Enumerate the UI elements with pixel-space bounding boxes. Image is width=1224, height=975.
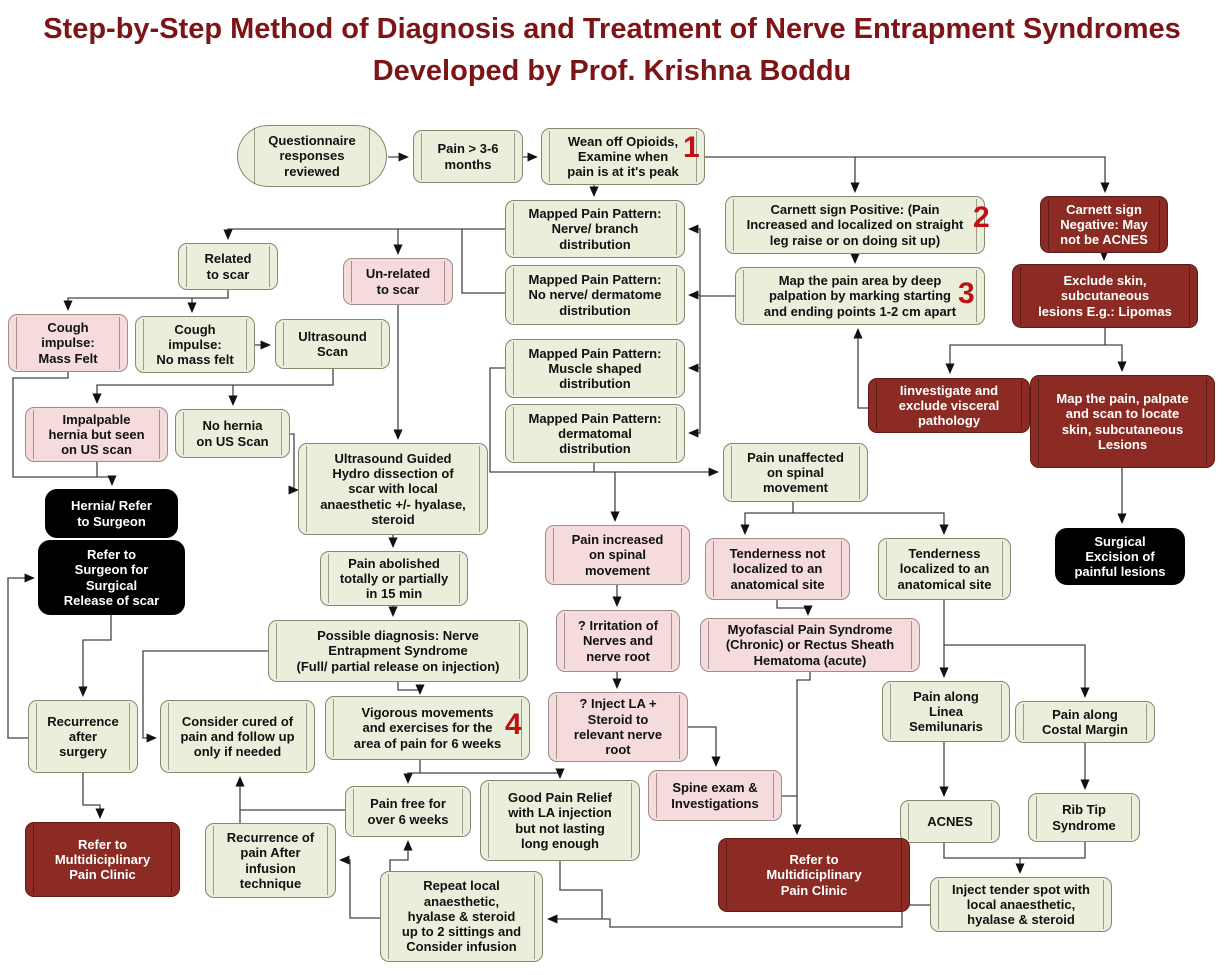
flow-connector: [403, 760, 421, 784]
flow-connector: [945, 328, 1106, 374]
flow-connector: [12, 372, 97, 478]
node-carnett-positive: Carnett sign Positive: (Pain Increased a…: [725, 196, 985, 254]
flow-connector: [688, 726, 721, 767]
node-map-palpate-scan: Map the pain, palpate and scan to locate…: [1030, 375, 1215, 468]
flow-connector: [389, 840, 413, 871]
node-irritation-nerve-root: ? Irritation of Nerves and nerve root: [556, 610, 680, 672]
title-line-2: Developed by Prof. Krishna Boddu: [372, 55, 852, 88]
flow-connector: [461, 229, 505, 294]
node-consider-cured: Consider cured of pain and follow up onl…: [160, 700, 315, 773]
title-line-1: Step-by-Step Method of Diagnosis and Tre…: [43, 13, 1181, 45]
node-repeat-local-anaesthetic: Repeat local anaesthetic, hyalase & ster…: [380, 871, 543, 962]
flow-connector: [397, 682, 425, 695]
flow-connector: [944, 644, 1090, 698]
flow-connector: [1105, 344, 1127, 372]
node-pain-3-6-months: Pain > 3-6 months: [413, 130, 523, 183]
flow-connector: [142, 650, 268, 743]
node-us-guided-hydro: Ultrasound Guided Hydro dissection of sc…: [298, 443, 488, 535]
node-refer-pain-clinic-mid: Refer to Multidiciplinary Pain Clinic: [718, 838, 910, 912]
flow-connector: [92, 369, 334, 404]
node-refer-pain-clinic-left: Refer to Multidiciplinary Pain Clinic: [25, 822, 180, 897]
flow-connector: [420, 768, 565, 779]
node-ultrasound-scan: Ultrasound Scan: [275, 319, 390, 369]
flow-connector: [853, 328, 868, 409]
node-mapped-nerve-branch: Mapped Pain Pattern: Nerve/ branch distr…: [505, 200, 685, 258]
node-rib-tip-syndrome: Rib Tip Syndrome: [1028, 793, 1140, 842]
node-map-pain-area: Map the pain area by deep palpation by m…: [735, 267, 985, 325]
node-tenderness-not-localized: Tenderness not localized to an anatomica…: [705, 538, 850, 600]
step-number-3: 3: [958, 277, 975, 310]
node-hernia-refer-surgeon: Hernia/ Refer to Surgeon: [45, 489, 178, 538]
node-pain-increased-spinal: Pain increased on spinal movement: [545, 525, 690, 585]
flow-connector: [235, 776, 345, 811]
node-possible-diagnosis-nes: Possible diagnosis: Nerve Entrapment Syn…: [268, 620, 528, 682]
node-no-hernia: No hernia on US Scan: [175, 409, 290, 458]
flow-connector: [63, 290, 229, 311]
node-cough-mass-felt: Cough impulse: Mass Felt: [8, 314, 128, 372]
node-refer-surgical-release: Refer to Surgeon for Surgical Release of…: [38, 540, 185, 615]
node-inject-la-steroid: ? Inject LA + Steroid to relevant nerve …: [548, 692, 688, 762]
flow-connector: [288, 433, 299, 495]
node-pain-linea-semilunaris: Pain along Linea Semilunaris: [882, 681, 1010, 742]
node-related-to-scar: Related to scar: [178, 243, 278, 290]
node-questionnaire-reviewed: Questionnaire responses reviewed: [237, 125, 387, 187]
node-unrelated-to-scar: Un-related to scar: [343, 258, 453, 305]
flow-connector: [559, 861, 603, 919]
step-number-4: 4: [505, 708, 522, 741]
node-tenderness-localized: Tenderness localized to an anatomical si…: [878, 538, 1011, 600]
node-vigorous-movements: Vigorous movements and exercises for the…: [325, 696, 530, 760]
node-spine-exam: Spine exam & Investigations: [648, 770, 782, 821]
flow-connector: [78, 615, 112, 697]
flow-connector: [776, 600, 813, 616]
flow-connector: [855, 156, 1110, 193]
node-pain-free-6-weeks: Pain free for over 6 weeks: [345, 786, 471, 837]
step-number-2: 2: [973, 201, 990, 234]
node-good-pain-relief: Good Pain Relief with LA injection but n…: [480, 780, 640, 861]
node-impalpable-hernia: Impalpable hernia but seen on US scan: [25, 407, 168, 462]
node-inject-tender-spot: Inject tender spot with local anaestheti…: [930, 877, 1112, 932]
node-pain-unaffected-spinal: Pain unaffected on spinal movement: [723, 443, 868, 502]
flow-connector: [688, 296, 701, 373]
flow-connector: [223, 228, 505, 240]
node-pain-abolished-15min: Pain abolished totally or partially in 1…: [320, 551, 468, 606]
node-mapped-muscle-shaped: Mapped Pain Pattern: Muscle shaped distr…: [505, 339, 685, 398]
flow-connector: [705, 156, 860, 193]
flow-connector: [1020, 842, 1086, 859]
node-mapped-no-nerve: Mapped Pain Pattern: No nerve/ dermatome…: [505, 265, 685, 325]
node-investigate-visceral: Iinvestigate and exclude visceral pathol…: [868, 378, 1030, 433]
node-recurrence-after-surgery: Recurrence after surgery: [28, 700, 138, 773]
flow-connector: [339, 855, 380, 919]
flow-connector: [96, 462, 117, 486]
node-myofascial-syndrome: Myofascial Pain Syndrome (Chronic) or Re…: [700, 618, 920, 672]
flow-connector: [782, 795, 802, 835]
flow-connector: [943, 843, 1025, 874]
flow-connector: [688, 224, 735, 297]
node-pain-costal-margin: Pain along Costal Margin: [1015, 701, 1155, 743]
flow-connector: [796, 672, 811, 796]
node-exclude-skin-lesions: Exclude skin, subcutaneous lesions E.g.:…: [1012, 264, 1198, 328]
flow-connector: [82, 773, 105, 819]
node-wean-off-opioids: Wean off Opioids, Examine when pain is a…: [541, 128, 705, 185]
flow-connector: [7, 573, 35, 739]
flow-connector: [793, 512, 949, 535]
flow-connector: [593, 463, 719, 477]
node-surgical-excision: Surgical Excision of painful lesions: [1055, 528, 1185, 585]
node-recurrence-after-infusion: Recurrence of pain After infusion techni…: [205, 823, 336, 898]
flow-connector: [688, 368, 701, 438]
node-acnes: ACNES: [900, 800, 1000, 843]
flow-connector: [489, 367, 594, 473]
step-number-1: 1: [683, 131, 700, 164]
node-mapped-dermatomal: Mapped Pain Pattern: dermatomal distribu…: [505, 404, 685, 463]
page-title: Step-by-Step Method of Diagnosis and Tre…: [0, 8, 1224, 92]
flow-connector: [740, 502, 794, 535]
node-carnett-negative: Carnett sign Negative: May not be ACNES: [1040, 196, 1168, 253]
node-cough-no-mass: Cough impulse: No mass felt: [135, 316, 255, 373]
